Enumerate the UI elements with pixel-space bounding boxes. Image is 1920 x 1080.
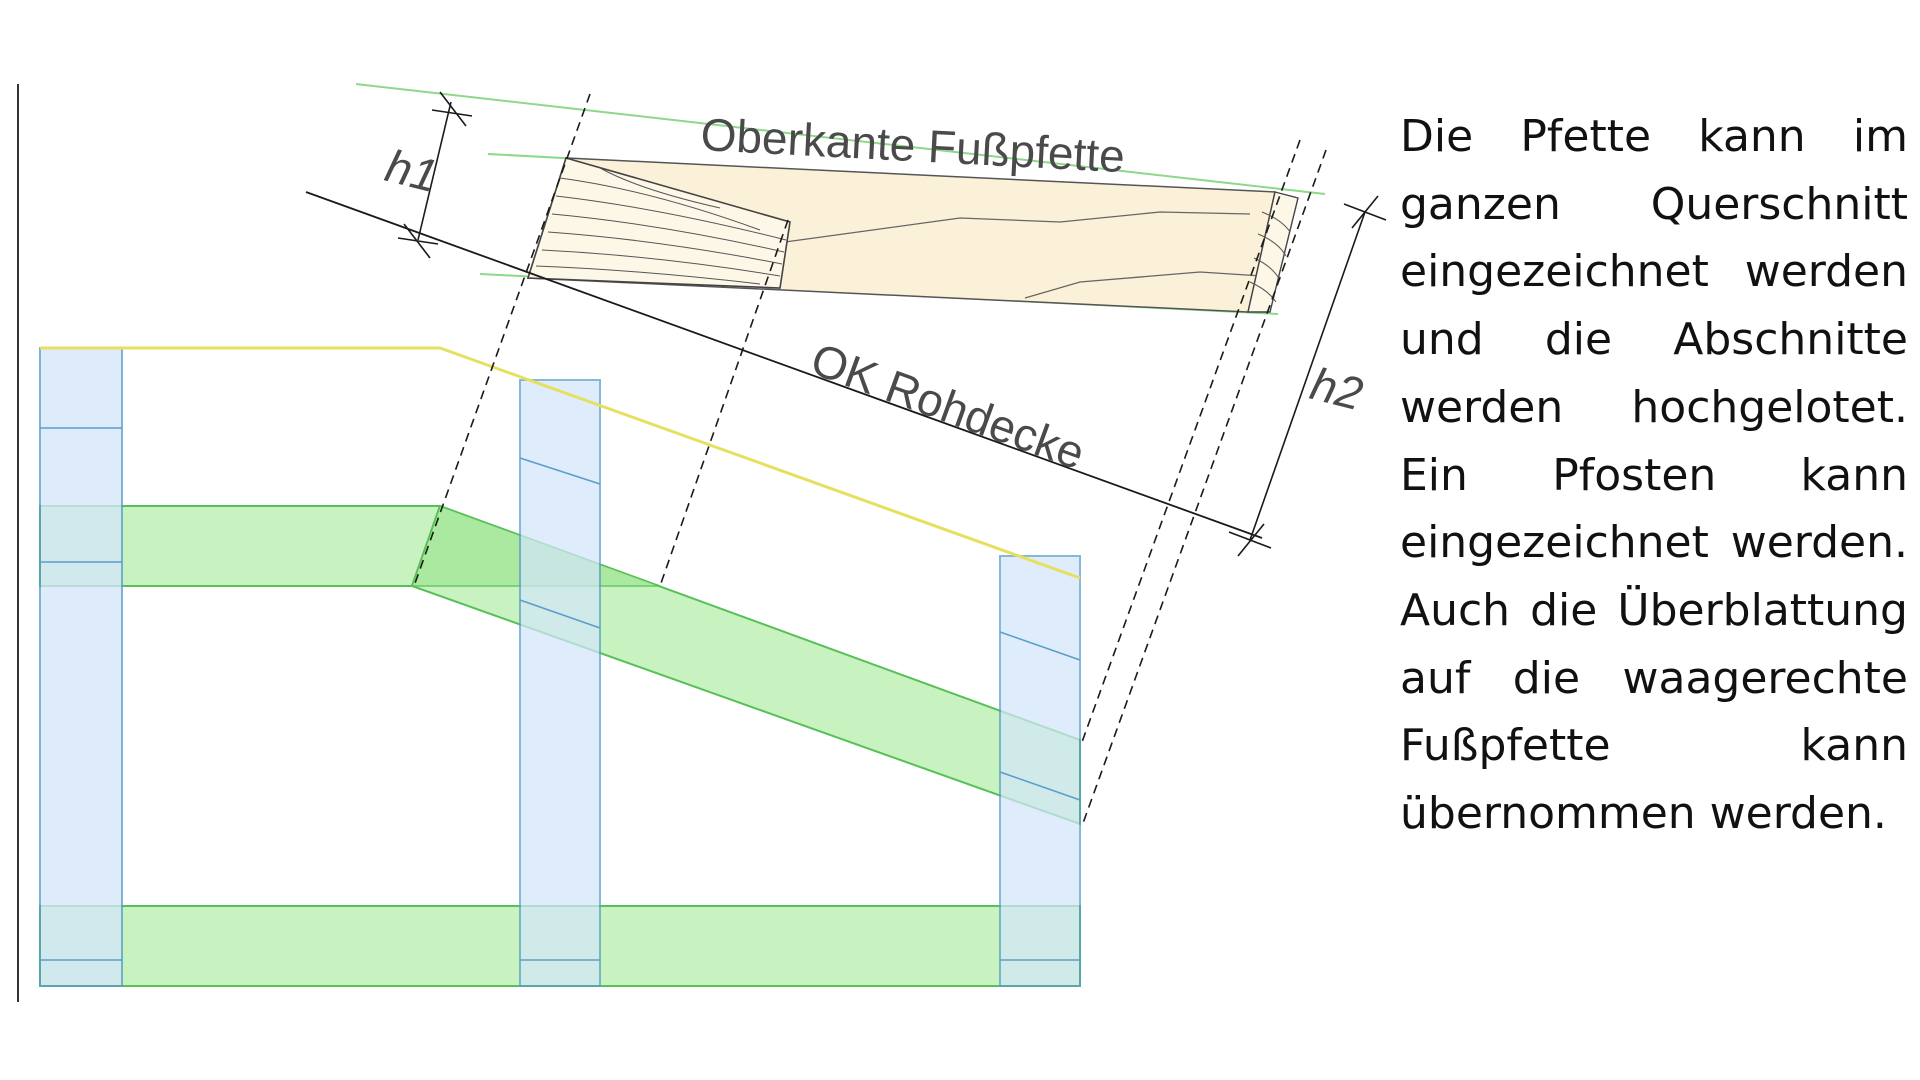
projection-line-left-inner bbox=[659, 219, 789, 587]
projection-lines bbox=[413, 93, 1327, 827]
wood-grain-1 bbox=[784, 211, 1251, 243]
wood-grain-2 bbox=[1024, 271, 1263, 299]
projection-line-left-outer bbox=[413, 93, 591, 587]
roof-construction-diagram: h1 h2 Oberkante Fußpfette OK Rohdecke bbox=[17, 83, 1387, 1002]
right-post-mark-2 bbox=[999, 771, 1081, 801]
top-guide-line bbox=[355, 83, 1326, 195]
description-text: Die Pfette kann im ganzen Querschnitt ei… bbox=[1400, 111, 1908, 840]
purlin-end-grain-left bbox=[526, 157, 791, 289]
purlin-end-grain-right bbox=[1247, 191, 1299, 313]
dimension-h1 bbox=[397, 91, 473, 259]
dim-h2-label: h2 bbox=[1306, 357, 1368, 420]
dim-h1-label: h1 bbox=[381, 139, 443, 202]
end-grain-hatching-left bbox=[535, 167, 787, 285]
left-post bbox=[39, 347, 123, 987]
middle-post-mark-2 bbox=[519, 599, 601, 629]
right-post-mark-1 bbox=[999, 631, 1081, 661]
right-post bbox=[999, 555, 1081, 987]
middle-post-mark-1 bbox=[519, 457, 601, 485]
eave-edge-line bbox=[40, 346, 1081, 580]
projection-line-right-outer bbox=[1081, 139, 1301, 743]
dimension-h2 bbox=[1228, 195, 1387, 557]
ok-rohdecke-line bbox=[305, 191, 1263, 539]
label-ok-rohdecke: OK Rohdecke bbox=[805, 333, 1092, 480]
middle-post bbox=[519, 379, 601, 987]
